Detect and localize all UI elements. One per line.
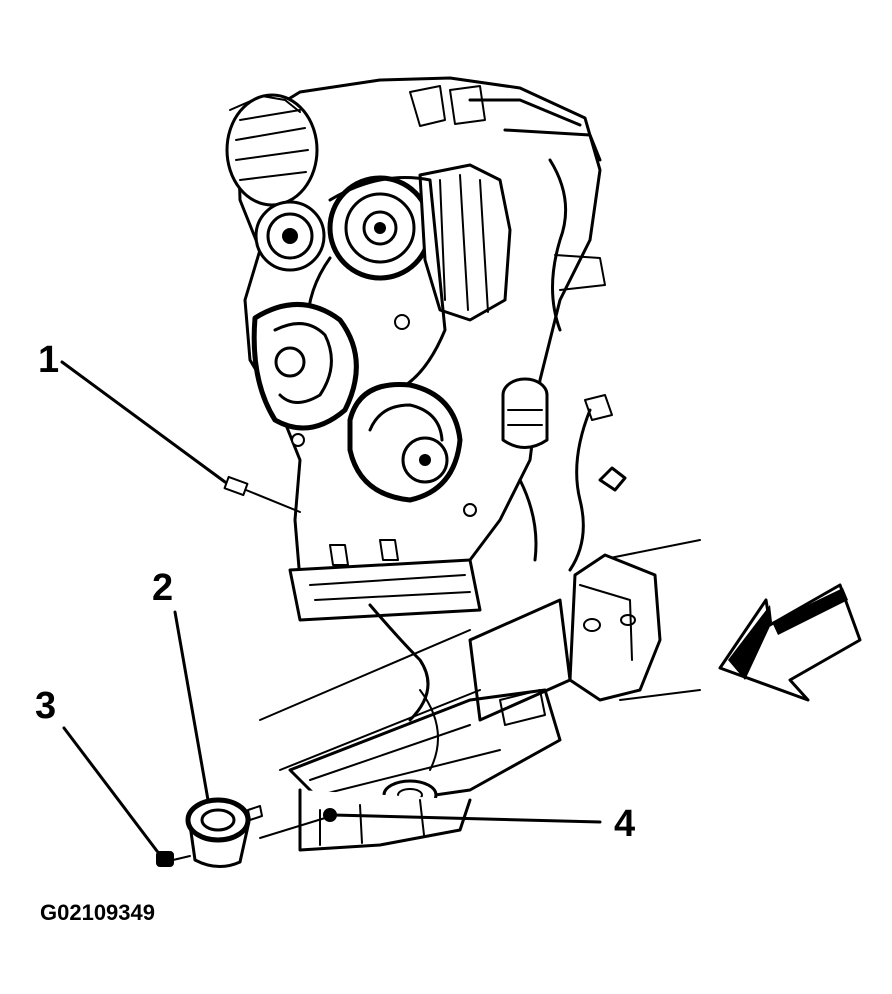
leader-line-2	[173, 610, 210, 802]
forward-direction-arrow	[718, 583, 862, 702]
callout-label-4: 4	[614, 803, 635, 845]
callout-label-2: 2	[152, 567, 173, 609]
leader-line-3	[62, 726, 162, 857]
wiring-harness	[518, 158, 627, 572]
pulley-upper	[327, 175, 433, 281]
frame-rail-bracket	[568, 553, 662, 702]
oil-pan	[288, 539, 482, 622]
callout-label-3: 3	[35, 685, 56, 727]
bolt-item-1	[223, 475, 301, 513]
accessory-housing	[409, 85, 602, 322]
leader-line-1	[60, 360, 227, 484]
leader-line-4	[331, 813, 602, 824]
nut-item-4	[259, 808, 337, 839]
frame-crossmember	[259, 539, 701, 852]
timing-cover	[347, 381, 463, 503]
callout-label-1: 1	[38, 339, 59, 381]
engine-assembly	[225, 76, 627, 722]
bolt-item-3	[156, 851, 191, 867]
oil-filter	[501, 377, 549, 449]
lower-hose	[368, 603, 430, 722]
mount-bushing-item-2	[185, 797, 263, 868]
crank-pulley	[251, 302, 359, 431]
alternator	[225, 93, 326, 272]
figure-id: G02109349	[40, 900, 155, 925]
